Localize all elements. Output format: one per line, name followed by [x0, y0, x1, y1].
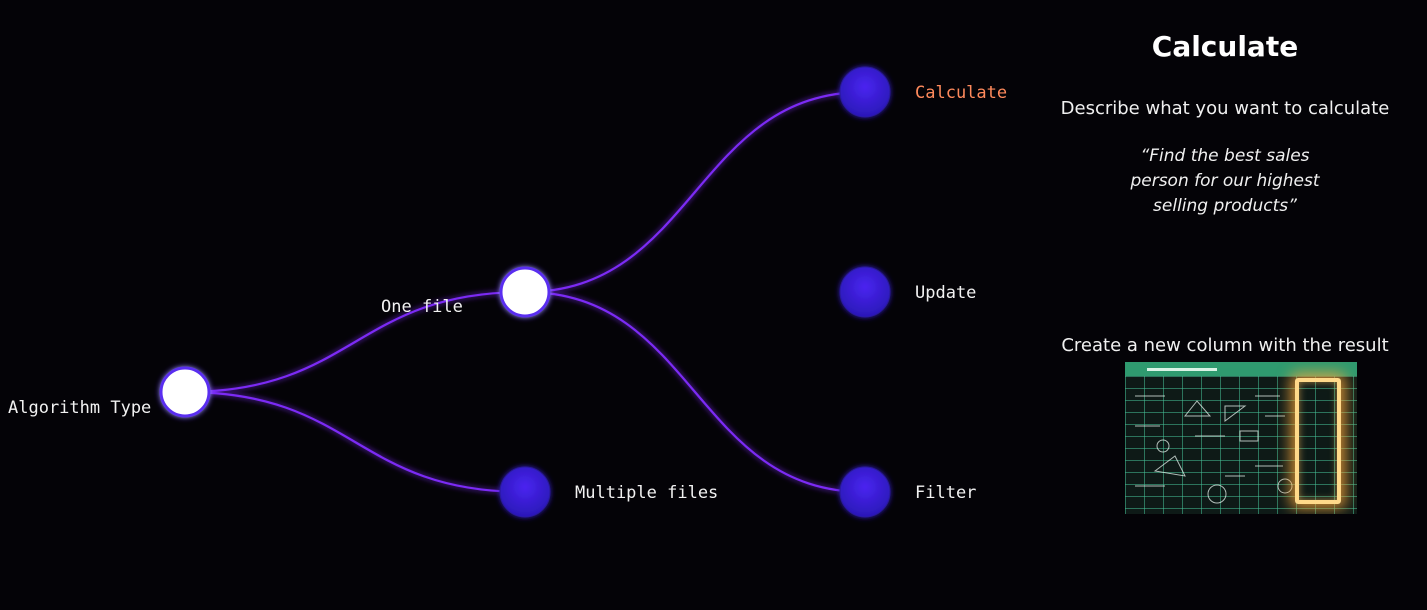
node-label-update[interactable]: Update — [915, 283, 977, 303]
spreadsheet-grid — [1125, 376, 1357, 514]
algorithm-tree — [159, 66, 891, 518]
node-label-calculate[interactable]: Calculate — [915, 83, 1008, 103]
panel-result-caption: Create a new column with the result — [1061, 335, 1389, 356]
node-label-filter[interactable]: Filter — [915, 483, 977, 503]
panel-title: Calculate — [1151, 30, 1299, 63]
node-filter[interactable] — [839, 466, 891, 518]
edge-one-file-to-calculate — [524, 90, 866, 294]
node-algorithm-type[interactable] — [159, 366, 211, 418]
panel-description: Describe what you want to calculate — [1060, 98, 1390, 119]
node-label-algorithm-type[interactable]: Algorithm Type — [8, 398, 152, 418]
node-calculate[interactable] — [839, 66, 891, 118]
edge-one-file-to-filter — [524, 290, 866, 494]
edge-algorithm-type-to-multiple-files — [184, 390, 526, 494]
node-label-one-file[interactable]: One file — [381, 297, 463, 317]
node-multiple-files[interactable] — [499, 466, 551, 518]
detail-panel: Calculate Describe what you want to calc… — [1030, 0, 1420, 610]
spreadsheet-toolbar — [1125, 362, 1357, 376]
highlighted-result-column — [1295, 378, 1341, 504]
spreadsheet-illustration — [1125, 362, 1357, 514]
node-label-multiple-files[interactable]: Multiple files — [575, 483, 719, 503]
panel-example-quote: “Find the best sales person for our high… — [1130, 146, 1320, 216]
node-update[interactable] — [839, 266, 891, 318]
spreadsheet-math-scribbles — [1135, 395, 1293, 504]
node-one-file[interactable] — [499, 266, 551, 318]
edge-algorithm-type-to-one-file — [184, 290, 526, 394]
